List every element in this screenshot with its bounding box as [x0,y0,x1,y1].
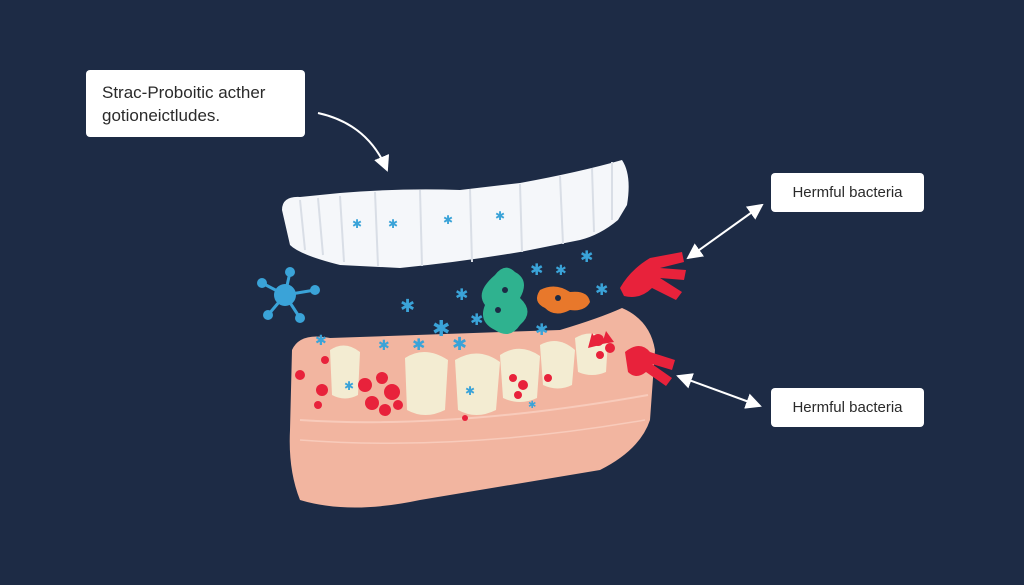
svg-text:✱: ✱ [452,334,467,355]
svg-text:✱: ✱ [470,310,483,329]
svg-text:✱: ✱ [535,320,548,339]
svg-text:✱: ✱ [378,338,390,354]
svg-text:✱: ✱ [388,217,398,231]
main-callout: Strac-Proboitic acther gotioneictludes. [86,70,305,137]
harmful-bacteria-label-top: Hermful bacteria [771,173,924,212]
svg-text:✱: ✱ [530,260,543,279]
svg-text:✱: ✱ [580,247,593,266]
main-callout-line1: Strac-Proboitic acther [102,83,266,102]
svg-text:✱: ✱ [352,217,362,231]
double-arrow-bottom [676,373,762,409]
svg-text:✱: ✱ [595,280,608,299]
harmful-bacteria-icon [588,252,686,386]
svg-text:✱: ✱ [432,317,450,342]
svg-text:✱: ✱ [315,333,327,349]
svg-text:✱: ✱ [455,285,468,304]
svg-text:✱: ✱ [443,213,453,227]
lower-jaw-gum-icon [289,308,655,508]
double-arrow-top [686,203,764,260]
harmful-bacteria-label-bottom: Hermful bacteria [771,388,924,427]
probiotic-bacteria-icon: ✱ ✱ ✱ ✱ ✱ ✱ ✱ ✱ ✱ ✱ ✱ ✱ ✱ ✱ ✱ ✱ [257,247,608,411]
svg-text:✱: ✱ [412,335,425,354]
svg-text:✱: ✱ [555,263,567,279]
upper-teeth-icon: ✱ ✱ ✱ ✱ [282,160,629,268]
main-callout-line2: gotioneictludes. [102,106,221,125]
svg-text:✱: ✱ [400,296,415,317]
svg-text:✱: ✱ [495,209,505,223]
svg-text:✱: ✱ [528,400,536,411]
curved-arrow [317,112,390,172]
svg-text:✱: ✱ [465,384,475,398]
svg-text:✱: ✱ [344,379,354,393]
